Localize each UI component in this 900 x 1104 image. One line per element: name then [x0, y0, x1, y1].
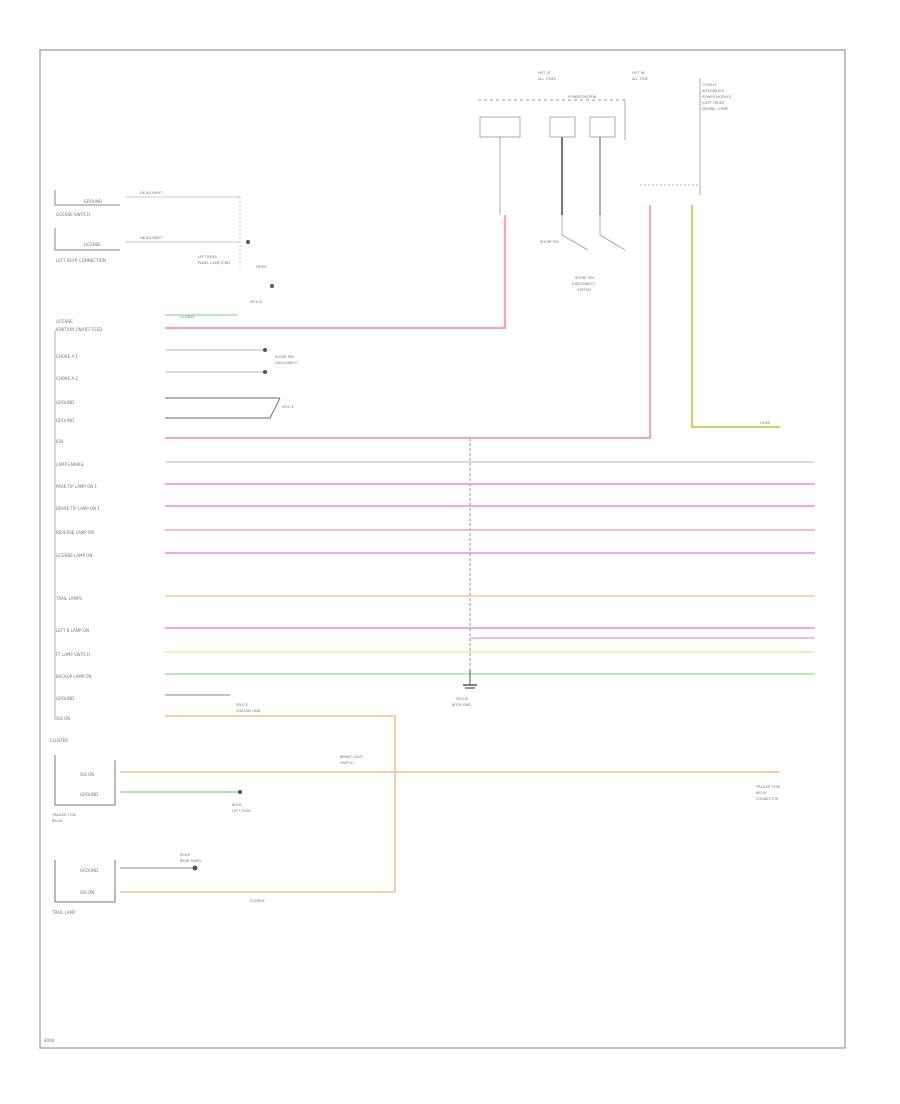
left-rear-connection-group: LICENSE LEFT REAR CONNECTION DK BLU/WHT: [54, 228, 240, 263]
svg-text:LEFT B LAMP ON: LEFT B LAMP ON: [56, 628, 89, 633]
svg-text:TRAIL LAMPS: TRAIL LAMPS: [55, 596, 82, 601]
diagram-frame: [39, 49, 846, 1049]
svg-text:PANEL LAMP JOINT: PANEL LAMP JOINT: [198, 261, 231, 265]
svg-text:(LEFT FRONT: (LEFT FRONT: [702, 101, 726, 105]
svg-text:RIGHT: RIGHT: [180, 853, 192, 857]
relay-wiring: SHORT PIN SHORT PIN DISCONNECT SYSTEM: [499, 137, 626, 292]
svg-text:GROUND: GROUND: [80, 792, 98, 797]
footer-code: 8009: [44, 1038, 55, 1043]
component-label: LEFT REAR CONNECTION: [56, 258, 106, 263]
license-switch-group: GROUND LICENSE SWITCH DK BLU/WHT: [54, 190, 240, 217]
fuse-block: HOT AT ALL TIMES HOT IN ALL TIME POWER D…: [478, 71, 731, 195]
svg-text:CHOKE A-2: CHOKE A-2: [56, 376, 78, 381]
trail-lamp-component: GROUND SIG ON TRAIL LAMP: [51, 860, 116, 915]
svg-text:SPLICE: SPLICE: [250, 300, 262, 304]
svg-text:IGNITION ON/OFF FEED: IGNITION ON/OFF FEED: [56, 327, 102, 332]
svg-text:GROUND: GROUND: [56, 696, 74, 701]
svg-text:TRAILER TOW: TRAILER TOW: [755, 785, 780, 789]
svg-text:LEFT REAR: LEFT REAR: [232, 809, 251, 813]
cluster-rows-upper: CHOKE A-1 CHOKE A-2 GROUND GROUND IGN SH…: [56, 348, 299, 444]
component-label: CLUSTER: [50, 738, 68, 743]
svg-text:LEFT REAR: LEFT REAR: [198, 255, 217, 259]
svg-text:TOTALLY: TOTALLY: [701, 83, 718, 87]
svg-text:RELAY: RELAY: [756, 791, 768, 795]
svg-text:LAMP ENABLE: LAMP ENABLE: [56, 462, 84, 467]
svg-text:SIG ON: SIG ON: [80, 890, 94, 895]
svg-text:ENGINE COMP): ENGINE COMP): [702, 107, 729, 111]
svg-text:SWITCH: SWITCH: [340, 761, 354, 765]
svg-text:TRAILER TOW: TRAILER TOW: [51, 813, 76, 817]
svg-text:SHORT PIN: SHORT PIN: [275, 355, 294, 359]
component-label: LICENSE SWITCH: [56, 212, 90, 217]
svg-text:BRAKE TIP LAMP ON 1: BRAKE TIP LAMP ON 1: [56, 506, 100, 511]
svg-text:SHORT PIN: SHORT PIN: [540, 240, 559, 244]
svg-text:CHOKE A-1: CHOKE A-1: [56, 354, 78, 359]
svg-text:SIG ON: SIG ON: [56, 716, 70, 721]
svg-text:ALL TIME: ALL TIME: [632, 77, 648, 81]
signal-bus: [165, 461, 815, 675]
svg-text:BODY GND: BODY GND: [452, 703, 471, 707]
svg-text:DK BLU/WHT: DK BLU/WHT: [140, 236, 163, 240]
lower-wires: SPLICE CHASSIS GND BRAKE LIGHT SWITCH TR…: [120, 694, 780, 903]
svg-text:DISCONNECT: DISCONNECT: [275, 361, 299, 365]
svg-text:GROUND: GROUND: [56, 418, 74, 423]
olive-wire: [691, 205, 780, 428]
svg-text:POWER DISTRIB: POWER DISTRIB: [568, 95, 597, 99]
svg-text:BACKUP LAMP ON: BACKUP LAMP ON: [56, 674, 92, 679]
svg-text:REAR PANEL: REAR PANEL: [180, 859, 202, 863]
svg-text:BODY: BODY: [232, 803, 243, 807]
svg-text:RELAY: RELAY: [52, 819, 64, 823]
connector-label: GROUND: [84, 199, 102, 204]
svg-text:CONNECTOR: CONNECTOR: [756, 797, 779, 801]
svg-text:SHORT PIN: SHORT PIN: [575, 276, 594, 280]
svg-text:BRAKE LIGHT: BRAKE LIGHT: [340, 755, 364, 759]
svg-text:OLIVE: OLIVE: [760, 421, 770, 425]
svg-text:GROUND: GROUND: [80, 868, 98, 873]
svg-text:FROM: FROM: [256, 265, 266, 269]
ground-symbol-center: SPLICE BODY GND: [452, 670, 477, 707]
svg-text:SYSTEM: SYSTEM: [577, 288, 591, 292]
svg-text:LICENSE: LICENSE: [180, 315, 195, 319]
svg-text:DK BLU/WHT: DK BLU/WHT: [140, 191, 163, 195]
svg-text:CHASSIS GND: CHASSIS GND: [236, 709, 261, 713]
pink-feed-wire: [165, 215, 507, 330]
svg-text:GROUND: GROUND: [56, 400, 74, 405]
svg-text:HOT IN: HOT IN: [632, 71, 645, 75]
svg-text:FT LAMP SWITCH: FT LAMP SWITCH: [56, 652, 90, 657]
svg-text:PARK TIP LAMP ON 1: PARK TIP LAMP ON 1: [56, 484, 97, 489]
svg-text:ALL TIMES: ALL TIMES: [538, 77, 557, 81]
svg-text:SPLICE: SPLICE: [236, 703, 248, 707]
pink-wire-right: [165, 205, 651, 439]
svg-text:INTEGRATED: INTEGRATED: [702, 89, 724, 93]
svg-text:LICENSE LAMP ON: LICENSE LAMP ON: [56, 553, 92, 558]
cluster-component: CLUSTER SIG ON GROUND TRAILER TOW RELAY: [50, 738, 116, 823]
svg-text:POWER MODULE: POWER MODULE: [702, 95, 731, 99]
component-label: TRAIL LAMP: [51, 910, 76, 915]
svg-text:SPLICE: SPLICE: [282, 405, 294, 409]
splice-block: LEFT REAR PANEL LAMP JOINT FROM SPLICE: [198, 197, 274, 304]
svg-text:IGN: IGN: [56, 439, 63, 444]
svg-text:LICENSE: LICENSE: [250, 899, 265, 903]
svg-text:HOT AT: HOT AT: [538, 71, 552, 75]
svg-text:DISCONNECT: DISCONNECT: [572, 282, 596, 286]
svg-text:SPLICE: SPLICE: [456, 697, 468, 701]
connector-label: LICENSE: [84, 242, 101, 247]
svg-text:SIG ON: SIG ON: [80, 772, 94, 777]
svg-text:LICENSE: LICENSE: [56, 319, 73, 324]
svg-text:REVERSE LAMP ON: REVERSE LAMP ON: [56, 530, 94, 535]
signal-labels: LAMP ENABLE PARK TIP LAMP ON 1 BRAKE TIP…: [55, 462, 100, 721]
